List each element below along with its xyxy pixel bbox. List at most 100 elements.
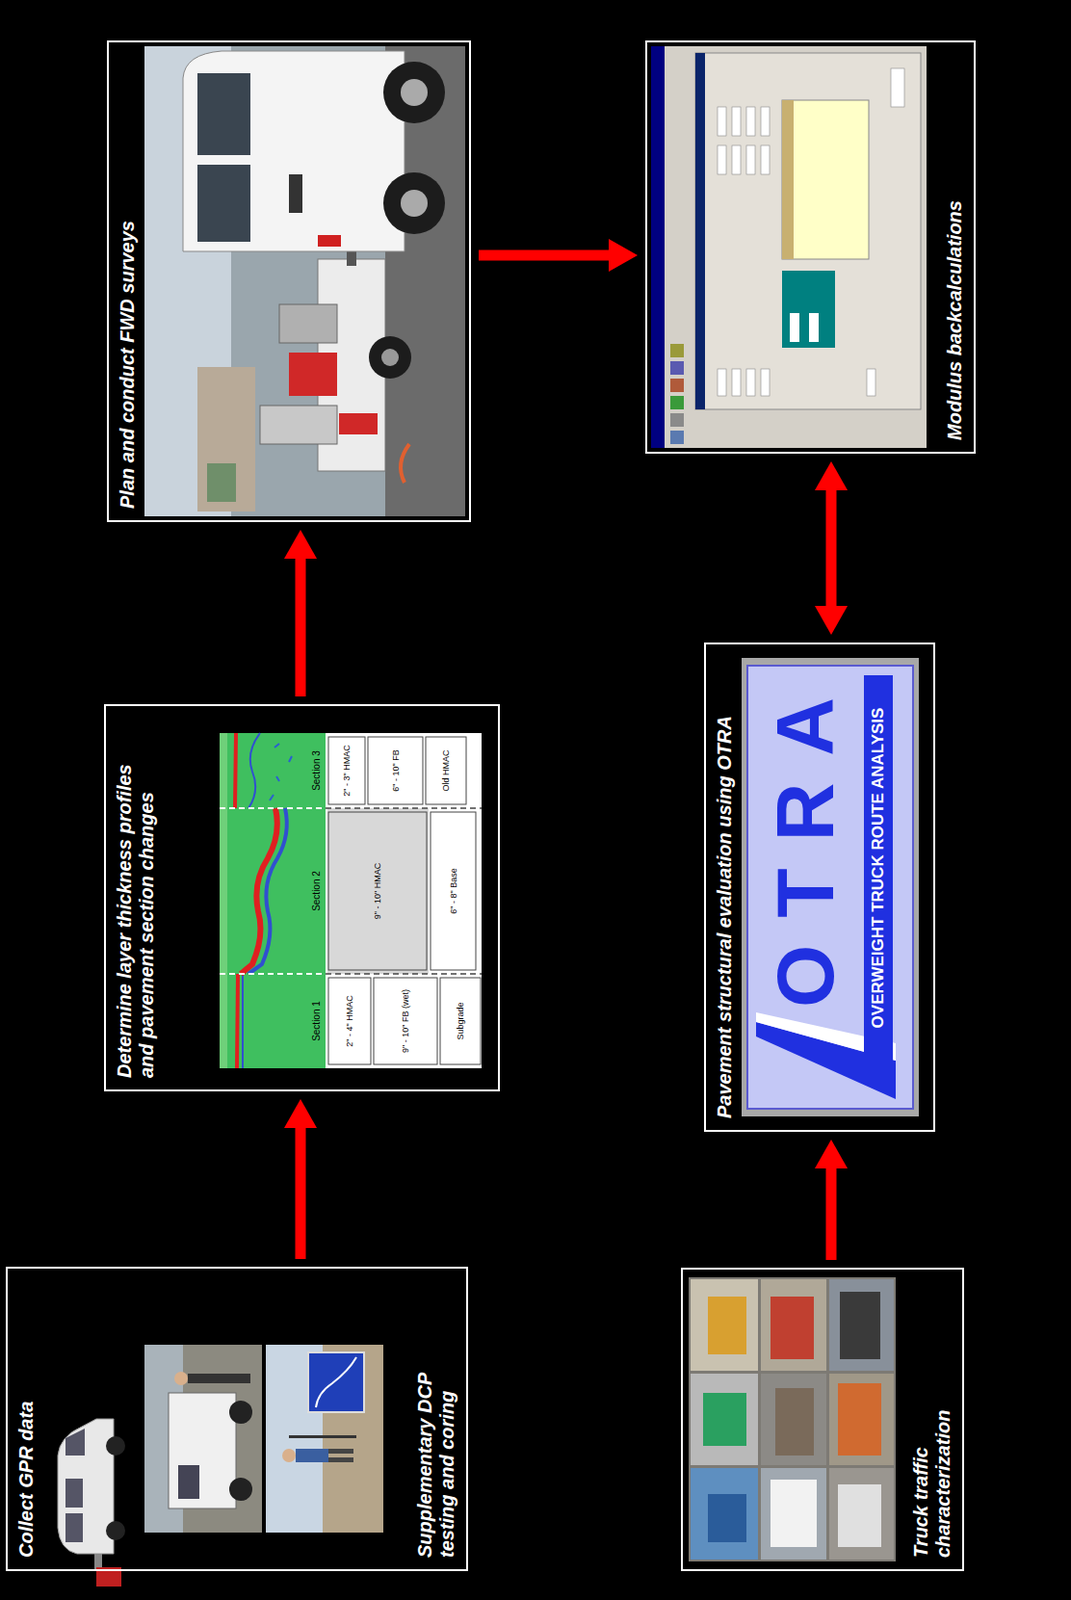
illustration-shape bbox=[837, 1383, 882, 1456]
illustration-shape bbox=[400, 78, 428, 106]
illustration-shape bbox=[866, 368, 876, 396]
illustration-shape bbox=[197, 164, 251, 242]
illustration-shape bbox=[670, 343, 684, 358]
illustration-shape bbox=[182, 51, 405, 252]
illustration-shape bbox=[829, 1373, 894, 1465]
layer-label: 6" - 10" FB bbox=[391, 749, 401, 791]
illustration-shape bbox=[707, 1296, 747, 1355]
illustration-shape bbox=[325, 732, 482, 1069]
illustration-shape bbox=[770, 1296, 814, 1359]
illustration-shape bbox=[829, 1467, 894, 1560]
illustration-shape bbox=[782, 100, 869, 260]
truck-collage bbox=[688, 1277, 896, 1562]
box-note: Supplementary DCP testing and coring bbox=[414, 1364, 459, 1558]
illustration-shape bbox=[717, 68, 905, 396]
illustration-shape bbox=[207, 463, 236, 502]
illustration-shape bbox=[703, 1392, 747, 1446]
illustration-shape bbox=[440, 977, 481, 1065]
illustration-shape bbox=[241, 973, 244, 1069]
illustration-shape bbox=[279, 304, 338, 343]
logo-text: OTRA bbox=[758, 670, 853, 1008]
illustration-shape bbox=[863, 675, 893, 1061]
illustration-shape bbox=[688, 1277, 896, 1562]
illustration-shape bbox=[219, 972, 326, 975]
box-title: Plan and conduct FWD surveys bbox=[116, 220, 139, 509]
flow-arrow bbox=[478, 250, 609, 262]
illustration-shape bbox=[219, 807, 326, 810]
illustration-shape bbox=[809, 313, 819, 342]
illustration-shape bbox=[383, 172, 445, 235]
illustration-shape bbox=[651, 46, 665, 448]
flow-arrow bbox=[826, 490, 837, 606]
illustration-shape bbox=[760, 145, 770, 175]
illustration-shape bbox=[282, 1448, 296, 1463]
illustration-shape bbox=[373, 977, 438, 1065]
box-title: Pavement structural evaluation using OTR… bbox=[713, 715, 736, 1119]
illustration-shape bbox=[770, 1479, 817, 1547]
illustration-shape bbox=[690, 1279, 758, 1371]
illustration-shape bbox=[746, 145, 756, 175]
illustration-shape bbox=[288, 1435, 357, 1438]
process-box: Modulus backcalculations bbox=[645, 40, 976, 454]
illustration-shape bbox=[260, 405, 338, 445]
illustration-shape bbox=[746, 106, 756, 136]
illustration-shape bbox=[328, 977, 371, 1065]
fwd-photo bbox=[144, 46, 466, 517]
gpr-image bbox=[219, 732, 482, 1069]
illustration-shape bbox=[65, 1428, 85, 1456]
otra-logo bbox=[741, 657, 919, 1117]
illustration-shape bbox=[229, 1400, 253, 1424]
illustration-shape bbox=[327, 808, 429, 974]
illustration-shape bbox=[695, 52, 921, 410]
illustration-shape bbox=[328, 736, 366, 805]
illustration-shape bbox=[236, 973, 238, 1069]
illustration-shape bbox=[789, 313, 800, 342]
illustration-shape bbox=[651, 46, 927, 448]
illustration-shape bbox=[760, 368, 770, 396]
illustration-shape bbox=[746, 368, 756, 396]
illustration-shape bbox=[717, 106, 727, 136]
illustration-shape bbox=[367, 736, 423, 805]
section-label: Section 3 bbox=[311, 750, 323, 791]
illustration-shape bbox=[248, 732, 261, 809]
illustration-shape bbox=[229, 1477, 253, 1501]
illustration-shape bbox=[295, 1448, 329, 1463]
illustration-shape bbox=[670, 413, 684, 427]
illustration-shape bbox=[400, 189, 428, 217]
illustration-shape bbox=[325, 972, 482, 975]
illustration-shape bbox=[775, 1387, 814, 1456]
illustration-shape bbox=[197, 73, 251, 156]
illustration-shape bbox=[288, 352, 338, 396]
illustration-shape bbox=[760, 1467, 827, 1560]
illustration-shape bbox=[695, 52, 706, 410]
illustration-shape bbox=[317, 235, 341, 247]
illustration-shape bbox=[240, 808, 278, 974]
illustration-shape bbox=[760, 1279, 827, 1371]
flow-arrow bbox=[826, 1168, 837, 1260]
layer-label: 9" - 10" FB (wet) bbox=[400, 989, 411, 1053]
illustration-shape bbox=[178, 1464, 200, 1499]
illustration-shape bbox=[890, 68, 905, 107]
illustration-shape bbox=[670, 361, 684, 375]
illustration-shape bbox=[690, 1467, 758, 1560]
illustration-shape bbox=[325, 808, 482, 974]
illustration-shape bbox=[328, 1457, 354, 1463]
illustration-shape bbox=[839, 1291, 881, 1359]
illustration-shape bbox=[430, 811, 476, 970]
illustration-shape bbox=[144, 1344, 262, 1533]
layer-label: Subgrade bbox=[455, 1001, 466, 1040]
layer-label: 2" - 4" HMAC bbox=[344, 994, 355, 1046]
software-screenshot bbox=[651, 46, 927, 448]
illustration-shape bbox=[105, 1436, 126, 1456]
logo-subtitle: OVERWEIGHT TRUCK ROUTE ANALYSIS bbox=[868, 707, 889, 1029]
illustration-shape bbox=[308, 1352, 365, 1412]
layer-label: 2" - 3" HMAC bbox=[341, 744, 352, 796]
flow-arrow bbox=[295, 558, 307, 697]
illustration-shape bbox=[731, 368, 741, 396]
process-box: Truck traffic characterization bbox=[680, 1267, 965, 1571]
illustration-shape bbox=[288, 174, 303, 213]
flow-arrow bbox=[295, 1127, 307, 1259]
illustration-shape bbox=[690, 1373, 758, 1465]
